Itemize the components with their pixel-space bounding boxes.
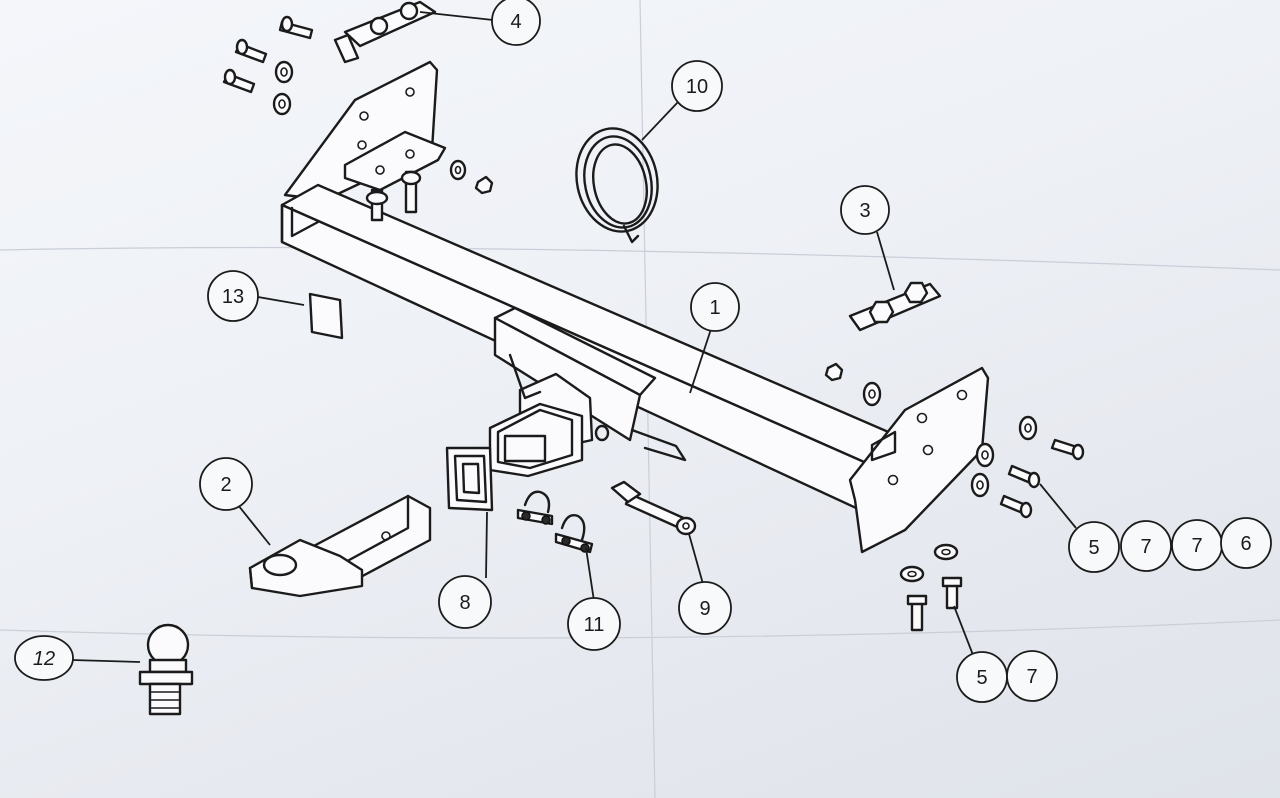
callout-10: 10	[671, 60, 723, 112]
callout-3: 3	[840, 185, 890, 235]
callout-5-upper: 5	[1068, 521, 1120, 573]
callout-4-label: 4	[510, 11, 521, 33]
callout-6: 6	[1220, 517, 1272, 569]
part-8-receiver-collar	[445, 446, 494, 512]
callout-7-upper-b-label: 7	[1191, 535, 1202, 557]
callout-1: 1	[690, 282, 740, 332]
left-bracket-bolts	[365, 159, 494, 222]
callout-11: 11	[567, 597, 621, 651]
callout-7-upper-b: 7	[1171, 519, 1223, 571]
part-2-drawbar	[248, 494, 432, 598]
callout-5-upper-label: 5	[1088, 537, 1099, 559]
callout-13: 13	[207, 270, 259, 322]
callout-2: 2	[199, 457, 253, 511]
callout-8: 8	[438, 575, 492, 629]
part-4-backing-plate	[222, 0, 437, 116]
callout-1-label: 1	[709, 297, 720, 319]
right-bolt-set-lower	[899, 543, 963, 632]
callout-8-label: 8	[459, 592, 470, 614]
part-11-shackles	[516, 490, 594, 554]
callout-5-lower-label: 5	[976, 667, 987, 689]
right-bolt-set-upper	[970, 415, 1085, 519]
callout-7-lower: 7	[1006, 650, 1058, 702]
callout-9: 9	[678, 581, 732, 635]
callout-7-lower-label: 7	[1026, 666, 1037, 688]
callout-7-upper-a-label: 7	[1140, 536, 1151, 558]
part-13-label	[308, 292, 344, 340]
callout-5-lower: 5	[956, 651, 1008, 703]
callout-11-label: 11	[584, 614, 605, 636]
part-10-wire-loom	[575, 127, 659, 244]
callout-2-label: 2	[220, 474, 231, 496]
callout-12-label: 12	[33, 648, 55, 670]
part-9-hitch-pin	[610, 480, 697, 536]
part-1-crossbar	[280, 60, 990, 554]
callout-9-label: 9	[699, 598, 710, 620]
callout-12: 12	[14, 635, 74, 681]
leader-lines	[71, 11, 1077, 663]
callout-10-label: 10	[686, 76, 708, 98]
callout-6-label: 6	[1240, 533, 1251, 555]
part-3-clamp-plate	[824, 281, 942, 407]
callout-4: 4	[491, 0, 541, 46]
callout-7-upper-a: 7	[1120, 520, 1172, 572]
part-12-tow-ball	[138, 623, 194, 716]
callout-3-label: 3	[859, 200, 870, 222]
callout-13-label: 13	[222, 286, 244, 308]
